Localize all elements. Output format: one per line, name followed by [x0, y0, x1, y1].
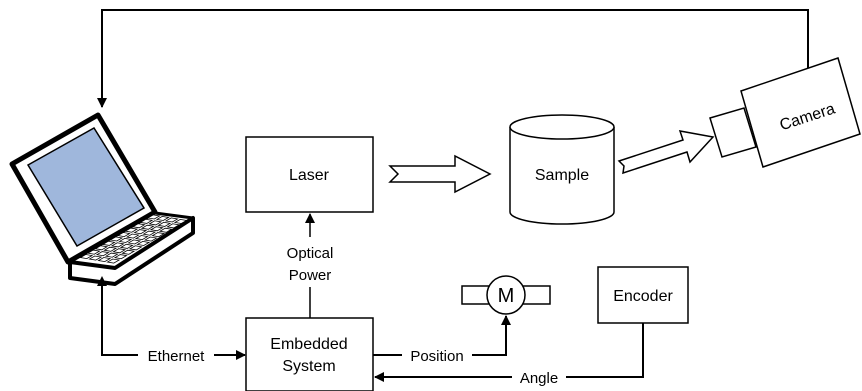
- keyboard-key: [136, 240, 151, 246]
- laser-label: Laser: [289, 167, 330, 184]
- beam-arrow-laser-sample: [388, 154, 492, 194]
- keyboard-key: [109, 236, 124, 242]
- keyboard-key: [173, 218, 188, 224]
- laptop-screen: [26, 126, 146, 248]
- keyboard-key: [139, 218, 154, 224]
- motor-label: M: [498, 285, 515, 307]
- camera-to-laptop-line: [97, 9, 809, 108]
- position-label: Position: [410, 348, 463, 365]
- keyboard-key: [164, 217, 179, 223]
- embedded-label-line1: Embedded: [270, 336, 347, 353]
- keyboard-key: [149, 226, 164, 232]
- beam-arrow-sample-camera: [617, 130, 715, 175]
- keyboard-key: [148, 220, 163, 226]
- keyboard-key: [97, 257, 112, 263]
- keyboard-key: [158, 227, 173, 233]
- keyboard-key: [106, 258, 121, 264]
- keyboard-key: [166, 223, 181, 229]
- ethernet-line: [97, 276, 246, 360]
- keyboard-key: [151, 232, 166, 238]
- laptop-icon: [9, 112, 195, 286]
- keyboard-key: [110, 242, 125, 248]
- sample-label: Sample: [535, 167, 589, 184]
- keyboard-key: [113, 254, 128, 260]
- camera-icon: [709, 57, 861, 168]
- keyboard-key: [104, 252, 119, 258]
- angle-line: [374, 323, 644, 382]
- keyboard-key: [146, 214, 161, 220]
- keyboard-key: [95, 251, 110, 257]
- keyboard-key: [119, 243, 134, 249]
- optical-label-line2: Power: [289, 267, 332, 284]
- keyboard-key: [121, 249, 136, 255]
- keyboard-key: [124, 227, 139, 233]
- encoder-block: [597, 266, 689, 324]
- keyboard-key: [112, 248, 127, 254]
- keyboard-key: [118, 237, 133, 243]
- keyboard-key: [127, 239, 142, 245]
- keyboard-key: [157, 221, 172, 227]
- optical-label-line1: Optical: [287, 245, 334, 262]
- keyboard-key: [142, 230, 157, 236]
- keyboard-key: [116, 232, 131, 238]
- ethernet-label: Ethernet: [148, 348, 206, 365]
- keyboard-key: [140, 224, 155, 230]
- keyboard-key: [94, 245, 109, 251]
- keyboard-key: [103, 246, 118, 252]
- laser-block: [245, 136, 374, 213]
- embedded-system-block: [245, 317, 374, 391]
- keyboard-key: [79, 254, 94, 260]
- keyboard-key: [88, 255, 103, 261]
- keyboard-key: [131, 223, 146, 229]
- sample-cylinder: [509, 114, 615, 225]
- keyboard-key: [128, 245, 143, 251]
- motor-icon: [461, 275, 551, 315]
- keyboard-key: [143, 236, 158, 242]
- keyboard-key: [155, 215, 170, 221]
- keyboard-key: [134, 235, 149, 241]
- keyboard-key: [133, 229, 148, 235]
- embedded-label-line2: System: [282, 358, 335, 375]
- keyboard-key: [101, 240, 116, 246]
- angle-label: Angle: [520, 370, 558, 387]
- keyboard-key: [125, 233, 140, 239]
- keyboard-key: [86, 249, 101, 255]
- encoder-label: Encoder: [613, 288, 673, 305]
